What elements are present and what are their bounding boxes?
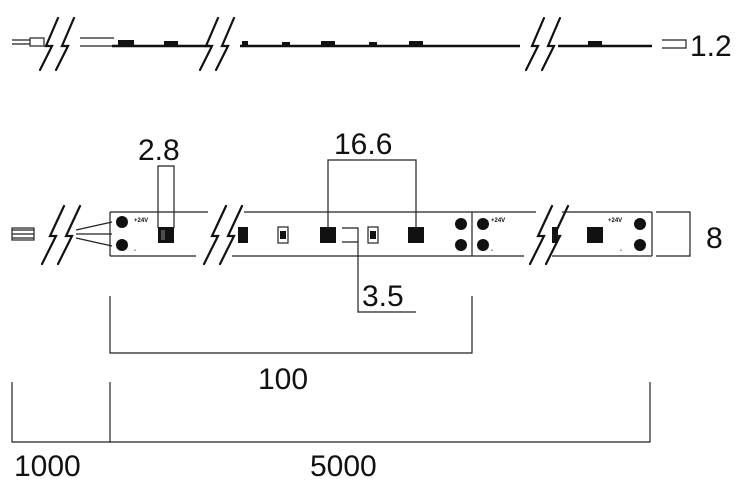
- thickness-dim-label: 1.2: [690, 30, 732, 63]
- resistor: [277, 226, 289, 244]
- strip-segment-d: +24V -: [552, 211, 653, 257]
- voltage-label: +24V: [608, 218, 622, 224]
- width-dim-label: 8: [706, 222, 723, 255]
- voltage-label: +24V: [134, 218, 148, 224]
- wire-fan: [75, 221, 113, 247]
- top-break-1: [40, 204, 82, 266]
- led-chip: [320, 227, 336, 243]
- solder-pad: [116, 216, 128, 228]
- side-break-2: [198, 16, 236, 72]
- led-chip: [158, 227, 174, 243]
- top-view: +24V - +24V -: [11, 204, 653, 266]
- top-break-3: [528, 204, 570, 266]
- minus-label: -: [620, 248, 622, 254]
- lead-dim-lines: [11, 382, 110, 443]
- top-break-2: [202, 204, 244, 266]
- minus-label: -: [134, 248, 136, 254]
- resistor: [367, 226, 379, 244]
- side-break-1: [38, 16, 76, 72]
- pitch-dim-lines: [327, 159, 417, 228]
- side-chip: [588, 41, 602, 46]
- chip-width-dim-lines: [157, 165, 175, 228]
- side-connector: [80, 37, 114, 47]
- led-chip: [552, 227, 558, 243]
- side-chip: [409, 41, 423, 46]
- strip-segment-c: +24V -: [472, 211, 536, 257]
- strip-segment-b: [232, 211, 473, 257]
- pitch-dim-label: 16.6: [334, 128, 392, 161]
- resistor-dim-lines: [342, 227, 416, 313]
- side-chip: [242, 41, 248, 46]
- thickness-dim-lines: [662, 39, 687, 49]
- strip-outline: [552, 211, 653, 257]
- segment-dim-lines: [109, 296, 473, 354]
- width-dim-lines: [656, 211, 691, 257]
- wire-lead: [12, 229, 34, 239]
- strip-outline: [472, 211, 536, 257]
- lead-dim-label: 1000: [14, 450, 81, 483]
- solder-pad: [477, 218, 489, 230]
- strip-segment-a: +24V -: [109, 211, 208, 257]
- strip-outline: [232, 211, 473, 257]
- side-break-3: [524, 16, 562, 72]
- solder-pad: [455, 239, 467, 251]
- solder-pad: [477, 239, 489, 251]
- side-chip: [369, 42, 377, 46]
- minus-label: -: [491, 248, 493, 254]
- chip-width-dim-label: 2.8: [138, 134, 180, 167]
- led-chip: [587, 227, 603, 243]
- length-dim-lines: [109, 382, 651, 443]
- side-chip: [118, 40, 134, 46]
- wire-plug: [11, 227, 35, 241]
- side-wire: [12, 39, 30, 45]
- side-view: 1.2: [12, 16, 732, 72]
- solder-pad: [634, 239, 646, 251]
- solder-pad: [116, 239, 128, 251]
- led-chip: [408, 227, 424, 243]
- side-chip: [282, 42, 290, 46]
- length-dim-label: 5000: [310, 450, 377, 483]
- strip-outline: [109, 211, 208, 257]
- voltage-label: +24V: [491, 218, 505, 224]
- segment-dim-label: 100: [258, 363, 308, 396]
- solder-pad: [455, 218, 467, 230]
- led-chip: [238, 227, 248, 243]
- solder-pad: [634, 218, 646, 230]
- side-wire-plug: [29, 37, 45, 47]
- side-chip: [321, 41, 335, 46]
- side-chip: [164, 41, 178, 46]
- resistor-dim-label: 3.5: [362, 280, 404, 313]
